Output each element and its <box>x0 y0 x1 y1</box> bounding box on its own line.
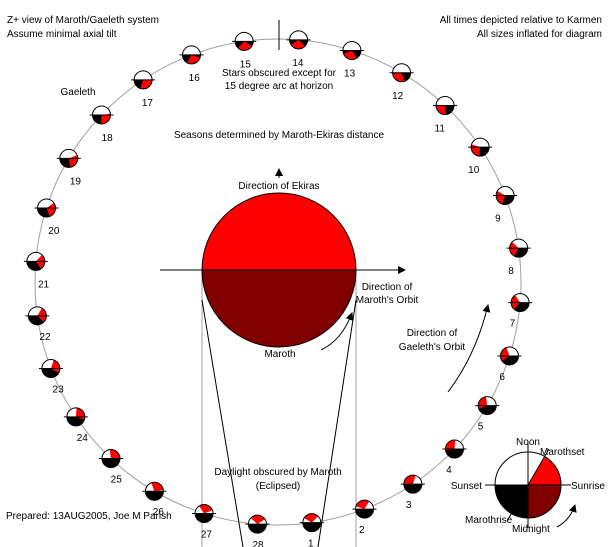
position-label-12: 12 <box>392 91 404 102</box>
gaeleth-marker-21 <box>23 251 48 271</box>
position-label-7: 7 <box>510 319 516 330</box>
position-label-18: 18 <box>102 133 114 144</box>
position-label-5: 5 <box>478 422 484 433</box>
position-label-3: 3 <box>406 500 412 511</box>
gaeleth-orbit <box>34 38 522 526</box>
position-label-14: 14 <box>292 58 304 69</box>
position-label-17: 17 <box>142 98 154 109</box>
legend-red-sector <box>528 457 561 485</box>
position-label-19: 19 <box>70 176 82 187</box>
legend-marothrise: Marothrise <box>465 515 513 526</box>
position-label-4: 4 <box>446 465 452 476</box>
position-label-22: 22 <box>39 332 51 343</box>
gaeleth-marker-18 <box>89 105 114 125</box>
gaeleth-marker-15 <box>232 31 257 51</box>
gaeleth-orbit-label-line2: Gaeleth's Orbit <box>399 342 466 353</box>
shadow-line-right-inner <box>317 299 357 547</box>
position-label-16: 16 <box>189 73 201 84</box>
shadow-line-left-inner <box>201 299 244 547</box>
gaeleth-marker-1 <box>299 513 324 533</box>
gaeleth-marker-4 <box>442 439 467 459</box>
position-label-25: 25 <box>111 474 123 485</box>
daylight-note-line1: Daylight obscured by Maroth <box>214 467 341 478</box>
maroth-night-half <box>202 270 356 347</box>
maroth-rotation-arrow <box>320 312 354 351</box>
position-label-21: 21 <box>38 279 50 290</box>
ekiras-label: Direction of Ekiras <box>238 181 319 192</box>
gaeleth-marker-12 <box>389 63 414 83</box>
legend-day-phases <box>485 442 571 528</box>
position-label-1: 1 <box>308 539 314 547</box>
gaeleth-marker-11 <box>433 96 458 116</box>
daylight-note-line2: (Eclipsed) <box>256 481 300 492</box>
legend-rotation-arrow <box>556 504 577 528</box>
gaeleth-marker-9 <box>493 185 518 205</box>
gaeleth-marker-23 <box>38 359 63 379</box>
gaeleth-marker-10 <box>468 137 493 157</box>
view-line1: Z+ view of Maroth/Gaeleth system <box>7 15 159 26</box>
gaeleth-orbit-label-line1: Direction of <box>407 328 458 339</box>
gaeleth-marker-13 <box>339 41 364 61</box>
position-label-23: 23 <box>53 385 65 396</box>
position-label-9: 9 <box>495 213 501 224</box>
position-label-24: 24 <box>77 433 89 444</box>
legend-midnight: Midnight <box>512 524 550 535</box>
gaeleth-marker-22 <box>25 306 50 326</box>
legend-black-sector <box>495 485 528 518</box>
gaeleth-marker-27 <box>192 503 217 523</box>
legend-white-sector-2 <box>495 452 528 485</box>
gaeleth-marker-17 <box>131 70 156 90</box>
gaeleth-marker-24 <box>63 407 88 427</box>
seasons-note: Seasons determined by Maroth-Ekiras dist… <box>174 130 385 141</box>
gaeleth-marker-26 <box>142 481 167 501</box>
gaeleth-marker-8 <box>506 238 531 258</box>
position-label-28: 28 <box>253 540 265 547</box>
legend-darkred-sector <box>528 485 561 518</box>
view-line2: Assume minimal axial tilt <box>7 29 117 40</box>
gaeleth-marker-14 <box>286 30 311 50</box>
position-label-2: 2 <box>359 525 365 536</box>
legend-sunset: Sunset <box>451 481 482 492</box>
gaeleth-marker-19 <box>56 148 81 168</box>
gaeleth-marker-6 <box>497 346 522 366</box>
times-line2: All sizes inflated for diagram <box>477 29 602 40</box>
moon-markers <box>23 30 533 534</box>
position-label-27: 27 <box>201 529 213 540</box>
orbit-label-line2: Maroth's Orbit <box>356 295 419 306</box>
gaeleth-marker-2 <box>352 499 377 519</box>
position-labels: 1234567891011121314151617181920212223242… <box>38 58 516 547</box>
gaeleth-marker-25 <box>98 448 123 468</box>
gaeleth-marker-20 <box>34 198 59 218</box>
times-line1: All times depicted relative to Karmen <box>440 15 602 26</box>
stars-note-line2: 15 degree arc at horizon <box>225 81 333 92</box>
legend-sunrise: Sunrise <box>571 481 605 492</box>
orbit-label-line1: Direction of <box>362 282 413 293</box>
maroth-planet <box>201 192 357 348</box>
position-label-13: 13 <box>344 69 356 80</box>
position-label-11: 11 <box>435 124 446 135</box>
stars-note-line1: Stars obscured except for <box>222 68 337 79</box>
maroth-label: Maroth <box>264 349 295 360</box>
legend-marothset: Marothset <box>540 447 585 458</box>
position-label-26: 26 <box>153 507 165 518</box>
position-label-15: 15 <box>240 59 252 70</box>
position-label-8: 8 <box>508 266 514 277</box>
maroth-day-half <box>202 193 356 270</box>
prepared-note: Prepared: 13AUG2005, Joe M Parish <box>6 511 172 522</box>
gaeleth-label: Gaeleth <box>60 87 95 98</box>
gaeleth-orbit-arrow <box>447 304 491 393</box>
gaeleth-marker-7 <box>508 293 533 313</box>
legend-noon: Noon <box>516 437 540 448</box>
gaeleth-marker-5 <box>475 396 500 416</box>
position-label-20: 20 <box>48 226 60 237</box>
position-label-6: 6 <box>499 372 505 383</box>
gaeleth-marker-28 <box>245 514 270 534</box>
position-label-10: 10 <box>468 165 480 176</box>
gaeleth-marker-16 <box>179 45 204 65</box>
gaeleth-marker-3 <box>400 474 425 494</box>
